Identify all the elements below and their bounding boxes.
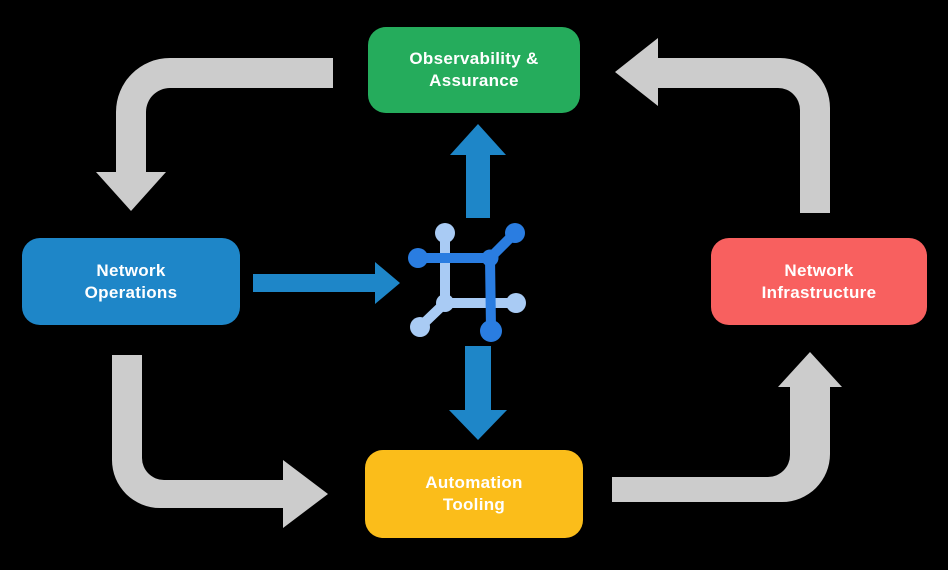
arrow-hub-to-observability bbox=[450, 124, 506, 218]
arrow-infrastructure-to-observability bbox=[615, 38, 830, 213]
arrow-operations-to-automation bbox=[112, 355, 328, 528]
node-infrastructure-label: Network Infrastructure bbox=[761, 260, 877, 302]
hub-icon-light-layer2 bbox=[416, 298, 519, 331]
hub-icon-dark-circles2 bbox=[480, 223, 525, 342]
hub-icon-dark-layer2 bbox=[485, 229, 519, 334]
arrow-automation-to-infrastructure bbox=[612, 352, 842, 502]
node-observability: Observability & Assurance bbox=[368, 27, 580, 113]
node-automation-label: Automation Tooling bbox=[425, 473, 523, 514]
hub-icon-light-circles1 bbox=[435, 223, 455, 243]
hub-icon-dark-circles1 bbox=[408, 248, 428, 268]
node-infrastructure: Network Infrastructure bbox=[711, 238, 927, 325]
arrow-hub-to-automation bbox=[449, 346, 507, 440]
node-observability-label: Observability & Assurance bbox=[409, 49, 539, 90]
arrow-operations-to-hub bbox=[253, 262, 400, 304]
node-operations-label: Network Operations bbox=[84, 260, 178, 302]
node-operations: Network Operations bbox=[22, 238, 240, 325]
network-hub-icon bbox=[408, 223, 526, 342]
arrow-observability-to-operations bbox=[96, 58, 333, 211]
hub-icon-light-circles2 bbox=[410, 293, 526, 337]
node-automation: Automation Tooling bbox=[365, 450, 583, 538]
